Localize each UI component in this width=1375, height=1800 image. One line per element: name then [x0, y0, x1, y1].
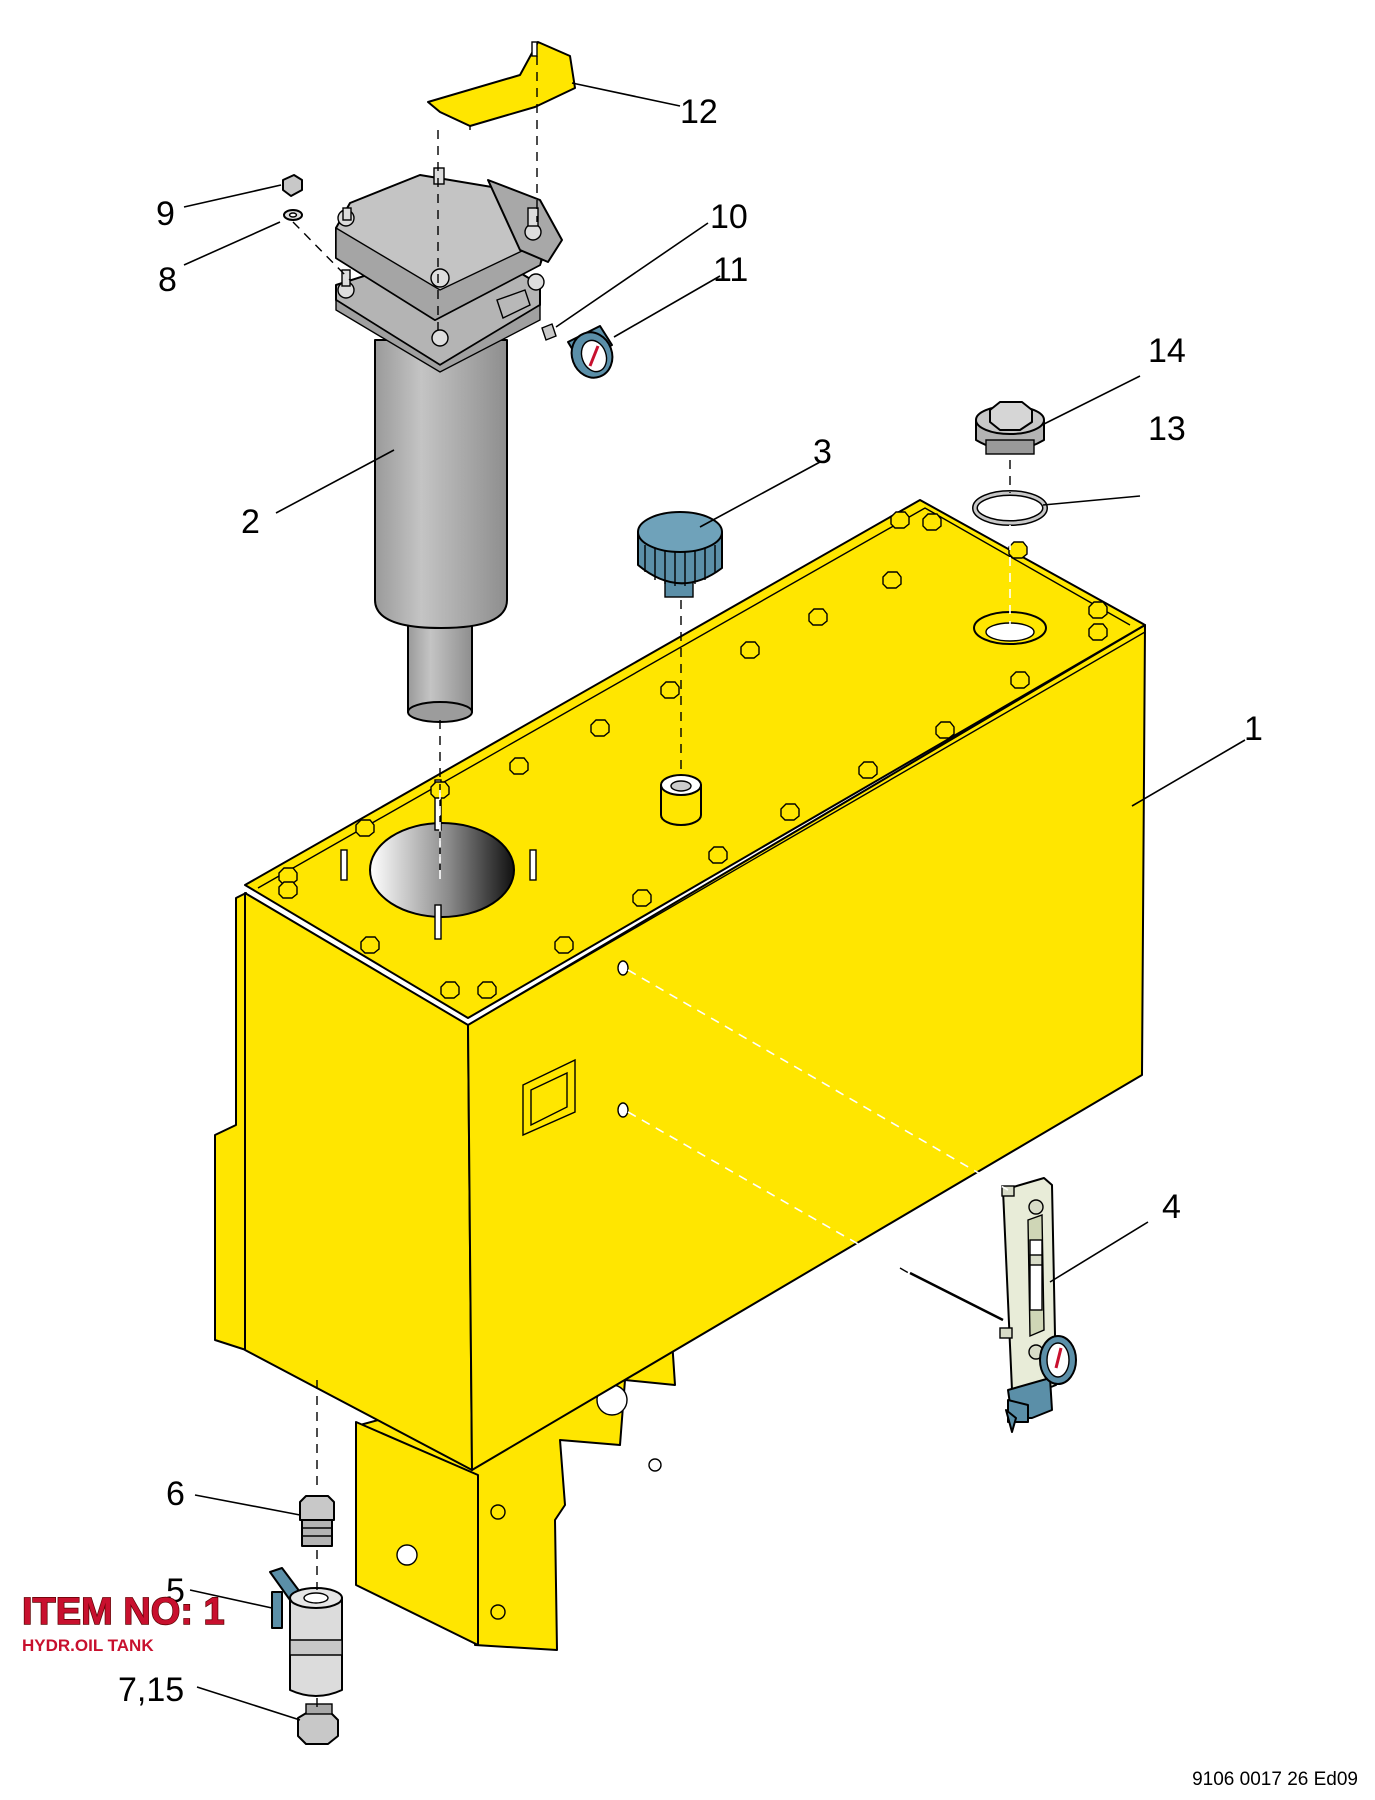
rim-bolt: [780, 803, 800, 821]
front-lower-plate: [355, 1421, 479, 1646]
rim-bolt: [708, 846, 728, 864]
callout-1: 1: [1244, 710, 1263, 748]
rim-bolt: [278, 881, 298, 899]
rim-bolt: [1010, 671, 1030, 689]
rim-bolt: [278, 867, 298, 885]
rim-bolt: [858, 761, 878, 779]
stud: [529, 849, 537, 881]
callout-12: 12: [680, 93, 718, 131]
callout-2: 2: [241, 503, 260, 541]
rim-bolt: [1088, 623, 1108, 641]
callout-7-15: 7,15: [118, 1671, 184, 1709]
filter-port: [487, 179, 563, 263]
callout-4: 4: [1162, 1188, 1181, 1226]
callout-6: 6: [166, 1475, 185, 1513]
pressure-gauge: [567, 325, 614, 379]
hydraulic-oil-tank: [214, 499, 1146, 1651]
filter-opening: [369, 822, 515, 918]
return-filter: [335, 167, 563, 723]
rim-bolt: [440, 981, 460, 999]
rim-bolt: [554, 936, 574, 954]
rim-bolt: [740, 641, 760, 659]
document-reference: 9106 0017 26 Ed09: [1192, 1769, 1358, 1790]
filter-bowl: [374, 339, 508, 629]
drain-plug: [297, 1703, 339, 1745]
breather-neck: [660, 784, 702, 826]
bracket-hole: [648, 1458, 662, 1472]
leader-lines: [183, 82, 1246, 1721]
callout-3: 3: [813, 433, 832, 471]
tank-right-face: [467, 624, 1146, 1471]
stud: [434, 904, 442, 940]
rim-bolt: [1088, 601, 1108, 619]
stud: [340, 849, 348, 881]
item-description: HYDR.OIL TANK: [22, 1636, 154, 1655]
breather-filter: [637, 511, 723, 598]
bracket-bolt: [490, 1504, 506, 1520]
drain-nipple: [299, 1495, 335, 1547]
item-number-title: ITEM NO: 1: [22, 1591, 225, 1633]
callout-10: 10: [710, 198, 748, 236]
level-sight-gauge: [909, 1177, 1077, 1433]
callout-13: 13: [1148, 410, 1186, 448]
rim-bolt: [890, 511, 910, 529]
stud: [434, 779, 442, 831]
callout-14: 14: [1148, 332, 1186, 370]
adapter: [541, 323, 557, 341]
rim-bolt: [882, 571, 902, 589]
callout-11: 11: [713, 251, 748, 289]
callout-5: 5: [166, 1572, 185, 1610]
rim-bolt: [590, 719, 610, 737]
rim-bolt: [360, 936, 380, 954]
filter-outlet-pipe: [407, 619, 473, 713]
bracket-bolt: [490, 1604, 506, 1620]
rim-bolt: [808, 608, 828, 626]
tank-side-flange: [214, 892, 247, 1351]
rim-bolt: [355, 819, 375, 837]
name-plate: [522, 1058, 576, 1137]
callout-8: 8: [158, 261, 177, 299]
bracket-hole: [396, 1544, 418, 1566]
filter-cover-plate: [427, 41, 576, 127]
rim-bolt: [477, 981, 497, 999]
assembly-lines: [292, 56, 1011, 1712]
nut: [282, 174, 303, 197]
rim-bolt: [509, 757, 529, 775]
tank-rim-bolts: [278, 511, 1108, 999]
sight-glass-port: [617, 1102, 629, 1118]
drain-ball-valve: [269, 1567, 343, 1697]
rim-bolt: [922, 513, 942, 531]
rim-bolt: [1008, 541, 1028, 559]
sight-glass-port: [617, 960, 629, 976]
rim-bolt: [632, 889, 652, 907]
callout-9: 9: [156, 195, 175, 233]
filler-cap: [975, 401, 1045, 455]
callout-labels: 1 2 3 4 5 6 7,15 8 9 10 11 12 13 14: [118, 93, 1263, 1709]
rim-bolt: [660, 681, 680, 699]
rim-bolt: [935, 721, 955, 739]
